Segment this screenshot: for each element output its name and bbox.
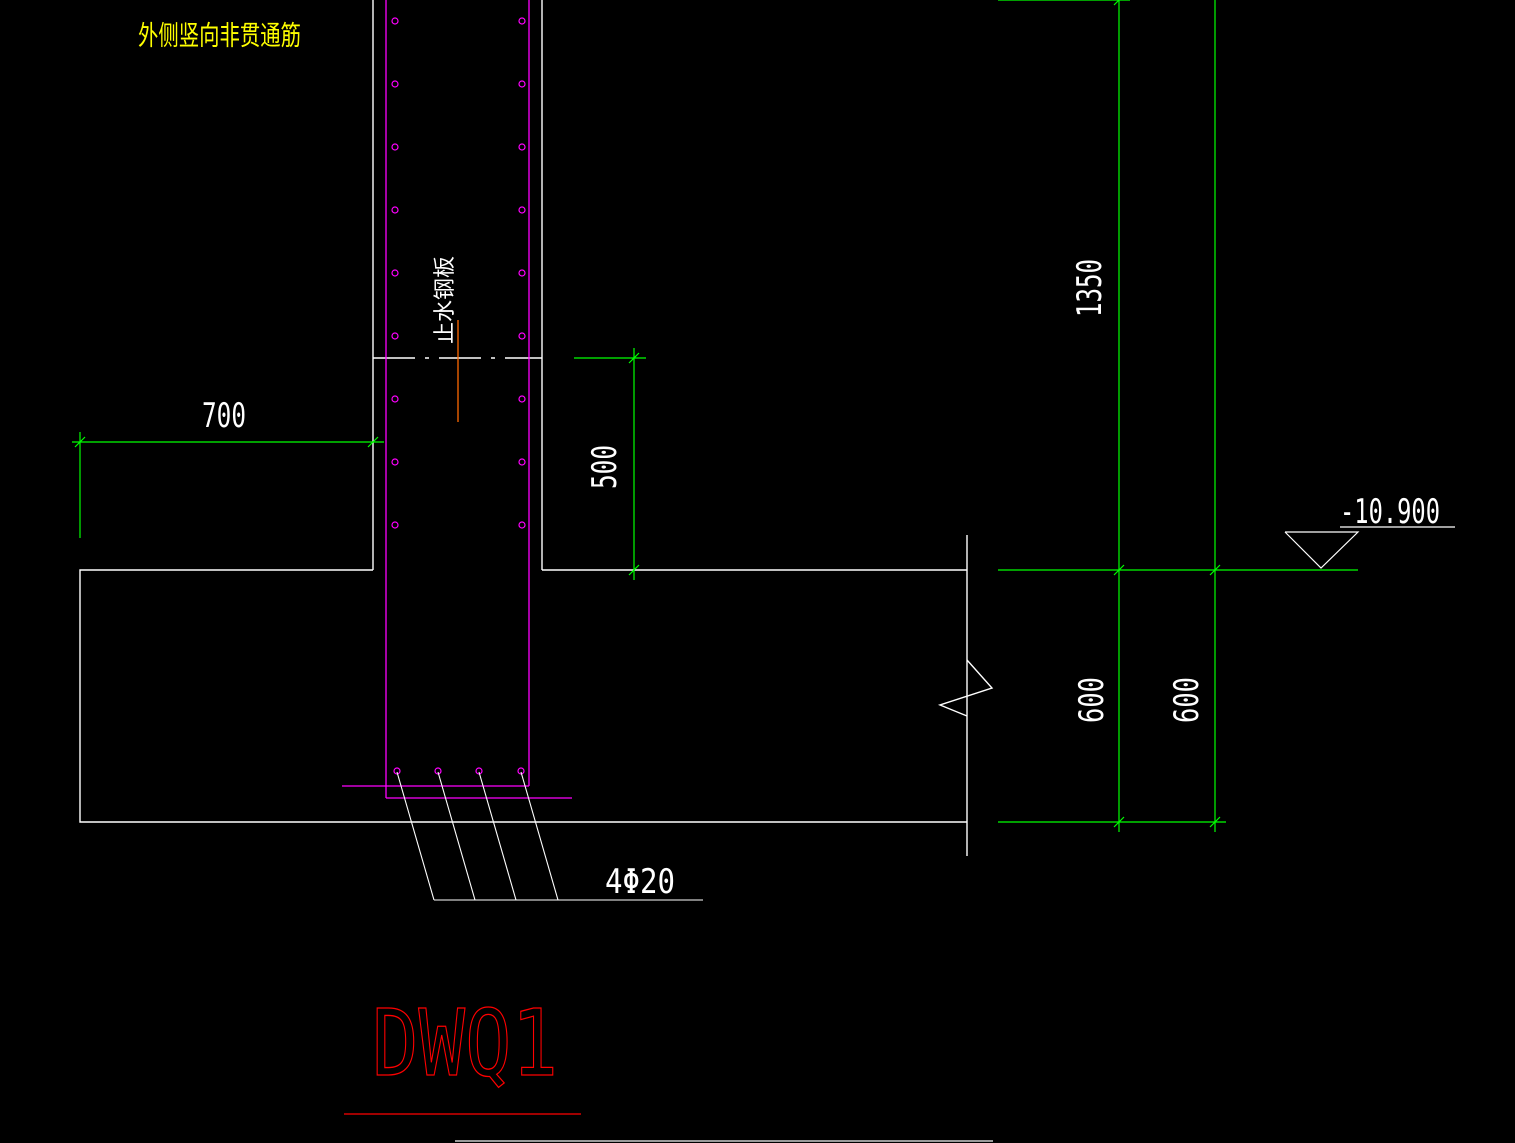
rebar-dot-bottom (475, 767, 483, 775)
rebar-dot-left (391, 395, 399, 403)
rebar-dot-right (518, 206, 526, 214)
rebar-dot-right (518, 395, 526, 403)
drawing-title: DWQ1 (372, 990, 558, 1097)
rebar-dot-left (391, 17, 399, 25)
elevation-symbol (1284, 526, 1455, 569)
rebar-dot-bottom (517, 767, 525, 775)
rebar-dot-right (518, 521, 526, 529)
rebar-dot-left (391, 80, 399, 88)
waterstop-plate-label: 止水钢板 (433, 256, 458, 344)
dim-600-right-label: 600 (1167, 677, 1207, 723)
rebar-dot-left (391, 143, 399, 151)
dimension-lines (72, 0, 1358, 832)
dim-700-label: 700 (202, 396, 246, 436)
rebar-dots (391, 17, 526, 775)
rebar-lines (342, 0, 572, 799)
elevation-label: -10.900 (1340, 492, 1440, 532)
rebar-dot-bottom (434, 767, 442, 775)
concrete-outline (79, 0, 994, 856)
rebar-callout-label: 4Φ20 (605, 862, 675, 902)
rebar-dot-right (518, 17, 526, 25)
rebar-dot-left (391, 332, 399, 340)
rebar-dot-right (518, 143, 526, 151)
rebar-dot-bottom (393, 767, 401, 775)
rebar-leader (396, 771, 703, 901)
dim-600-left-label: 600 (1072, 677, 1112, 723)
rebar-dot-right (518, 332, 526, 340)
dim-500-label: 500 (585, 445, 625, 489)
rebar-dot-left (391, 206, 399, 214)
rebar-dot-right (518, 80, 526, 88)
rebar-dot-right (518, 458, 526, 466)
rebar-dot-left (391, 521, 399, 529)
dim-1350-label: 1350 (1070, 259, 1110, 317)
rebar-dot-left (391, 458, 399, 466)
rebar-dot-left (391, 269, 399, 277)
rebar-dot-right (518, 269, 526, 277)
outer-vertical-rebar-label: 外侧竖向非贯通筋 (138, 21, 301, 52)
